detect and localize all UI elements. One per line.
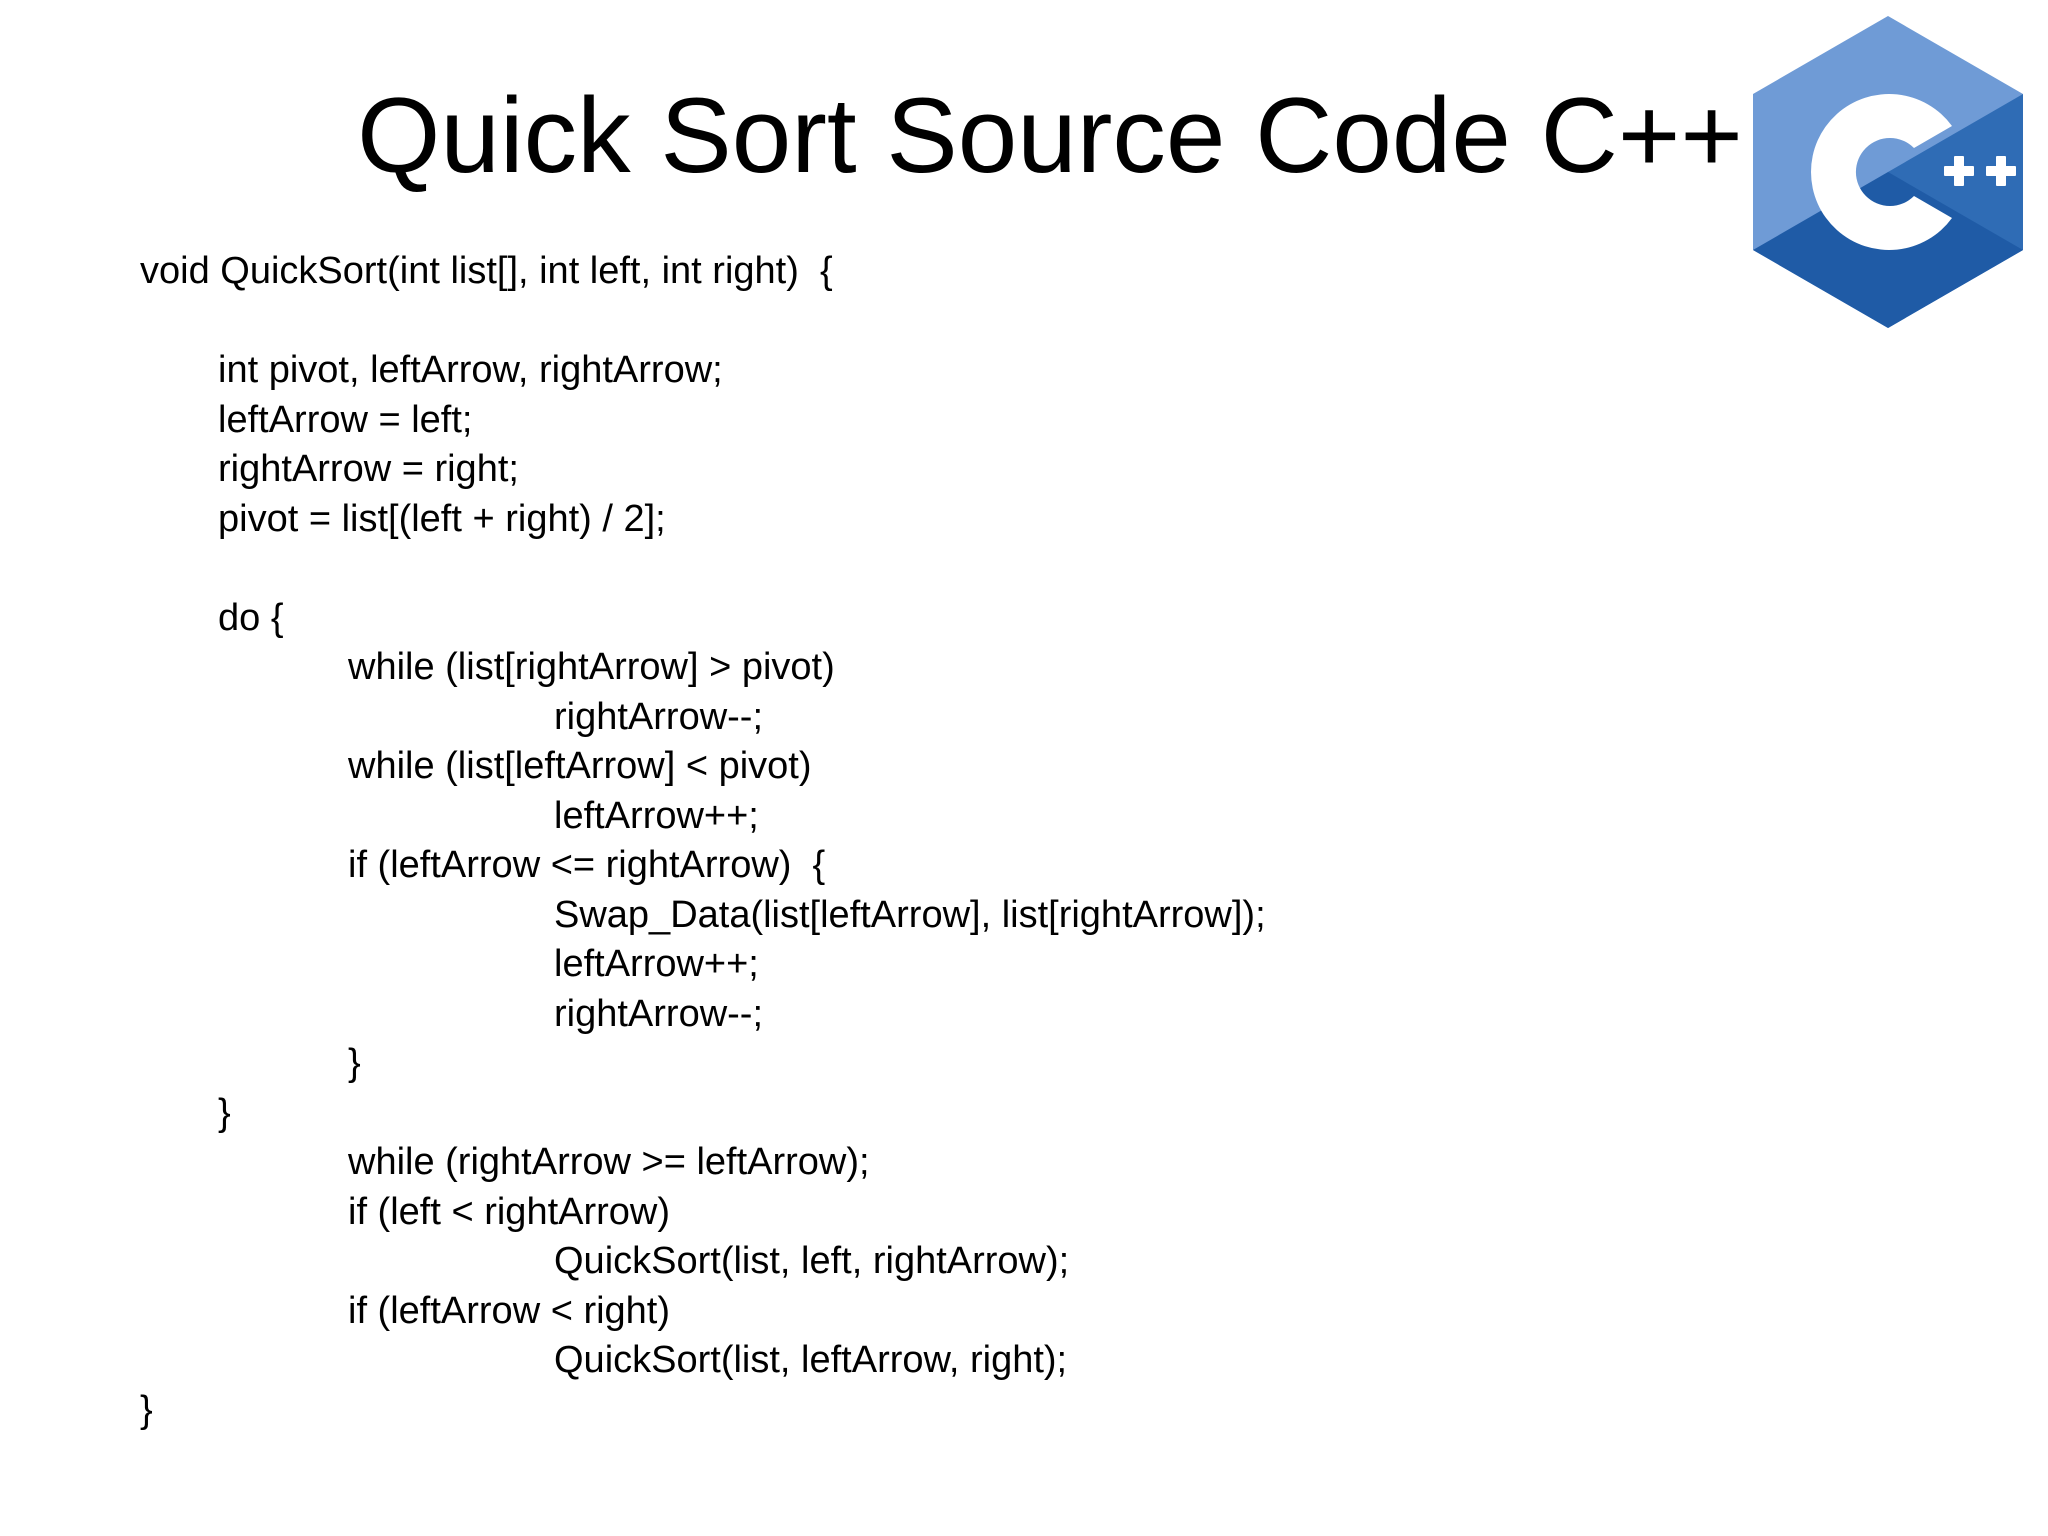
code-text: while (list[rightArrow] > pivot) <box>348 646 835 688</box>
code-line: } <box>140 1039 1700 1089</box>
code-line: } <box>140 1089 1700 1139</box>
code-text: if (leftArrow <= rightArrow) { <box>348 844 826 886</box>
code-line: while (list[rightArrow] > pivot) <box>140 643 1700 693</box>
code-line: leftArrow = left; <box>140 396 1700 446</box>
code-text: pivot = list[(left + right) / 2]; <box>218 497 666 540</box>
code-line: } <box>140 1386 1700 1436</box>
code-text: void QuickSort(int list[], int left, int… <box>140 250 833 292</box>
code-line: leftArrow++; <box>140 940 1700 990</box>
code-text: QuickSort(list, leftArrow, right); <box>554 1339 1068 1381</box>
code-text: rightArrow--; <box>554 695 764 738</box>
code-text: leftArrow++; <box>554 943 759 985</box>
code-line: while (list[leftArrow] < pivot) <box>140 742 1700 792</box>
code-line <box>140 297 1700 347</box>
code-line <box>140 544 1700 594</box>
code-line: int pivot, leftArrow, rightArrow; <box>140 346 1700 396</box>
c-letter-shape <box>1811 93 1952 250</box>
code-text: Swap_Data(list[leftArrow], list[rightArr… <box>554 893 1266 936</box>
code-text: } <box>140 1388 153 1431</box>
code-block: void QuickSort(int list[], int left, int… <box>140 247 1700 1435</box>
code-line: leftArrow++; <box>140 792 1700 842</box>
code-line: Swap_Data(list[leftArrow], list[rightArr… <box>140 891 1700 941</box>
code-line: do { <box>140 594 1700 644</box>
code-line: rightArrow--; <box>140 693 1700 743</box>
code-text: } <box>348 1042 361 1084</box>
code-text: leftArrow++; <box>554 794 759 837</box>
code-text: int pivot, leftArrow, rightArrow; <box>218 349 723 391</box>
code-line: void QuickSort(int list[], int left, int… <box>140 247 1700 297</box>
cpp-logo-icon <box>1744 16 2032 328</box>
code-text: rightArrow--; <box>554 992 764 1035</box>
code-line: if (leftArrow <= rightArrow) { <box>140 841 1700 891</box>
code-text: do { <box>218 596 284 639</box>
code-text: while (list[leftArrow] < pivot) <box>348 745 812 787</box>
code-text: rightArrow = right; <box>218 448 519 490</box>
code-text: if (leftArrow < right) <box>348 1289 671 1332</box>
code-text: leftArrow = left; <box>218 398 473 441</box>
code-line: while (rightArrow >= leftArrow); <box>140 1138 1700 1188</box>
code-line: QuickSort(list, leftArrow, right); <box>140 1336 1700 1386</box>
code-text: if (left < rightArrow) <box>348 1190 671 1233</box>
code-line: QuickSort(list, left, rightArrow); <box>140 1237 1700 1287</box>
code-line: rightArrow--; <box>140 990 1700 1040</box>
code-text: QuickSort(list, left, rightArrow); <box>554 1240 1070 1282</box>
code-text: while (rightArrow >= leftArrow); <box>348 1141 870 1183</box>
code-text: } <box>218 1091 231 1134</box>
slide-title: Quick Sort Source Code C++ <box>357 75 1743 195</box>
code-line: pivot = list[(left + right) / 2]; <box>140 495 1700 545</box>
code-line: rightArrow = right; <box>140 445 1700 495</box>
code-line: if (left < rightArrow) <box>140 1188 1700 1238</box>
code-line: if (leftArrow < right) <box>140 1287 1700 1337</box>
